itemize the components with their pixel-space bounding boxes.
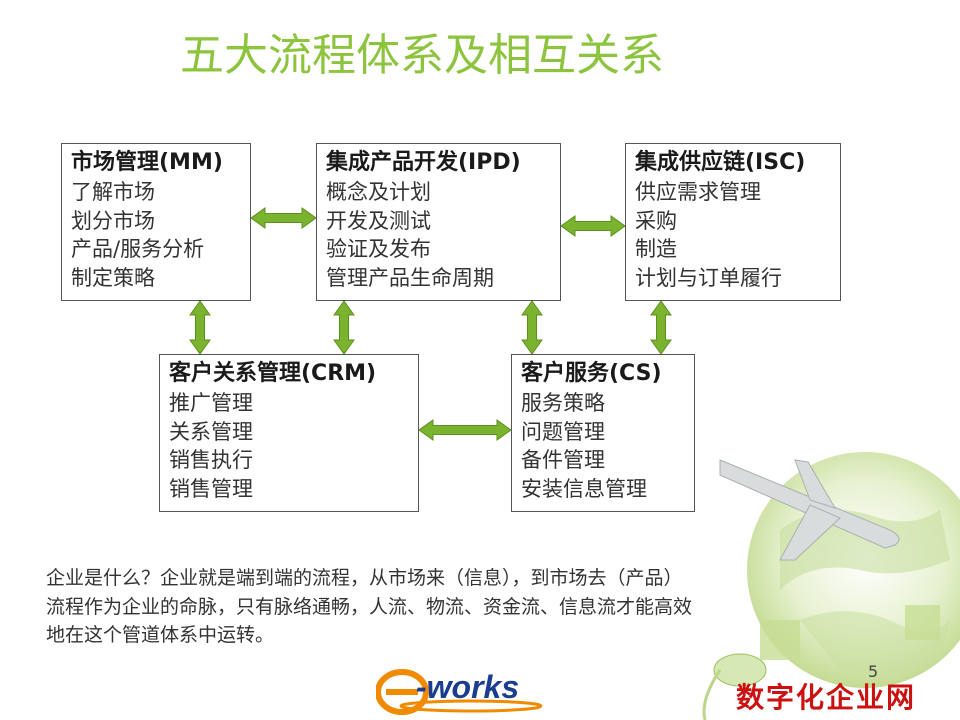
footer-brand: 数字化企业网: [736, 681, 917, 714]
box-cs-item: 备件管理: [521, 448, 605, 472]
box-isc-item: 制造: [635, 237, 677, 261]
box-crm-item: 关系管理: [169, 419, 253, 444]
box-isc-heading: 集成供应链(ISC): [635, 150, 806, 175]
arrow-mm-ipd: [250, 207, 317, 229]
arrow-ipd-cs: [521, 300, 543, 355]
box-isc: 集成供应链(ISC) 供应需求管理 采购 制造 计划与订单履行: [625, 143, 841, 301]
box-cs-item: 服务策略: [521, 391, 605, 415]
box-mm: 市场管理(MM) 了解市场 划分市场 产品/服务分析 制定策略: [61, 143, 251, 301]
eworks-logo: -works: [376, 669, 543, 715]
box-mm-item: 制定策略: [71, 265, 155, 290]
box-mm-item: 产品/服务分析: [71, 237, 205, 261]
box-mm-item: 划分市场: [71, 208, 155, 233]
globe-airplane-decoration: [702, 452, 960, 720]
paragraph-line: 地在这个管道体系中运转。: [46, 624, 275, 646]
box-isc-item: 采购: [635, 208, 677, 233]
paragraph-line: 企业是什么？企业就是端到端的流程，从市场来（信息），到市场去（产品）: [46, 567, 683, 589]
box-crm-heading: 客户关系管理(CRM): [169, 361, 377, 386]
box-crm-item: 销售执行: [169, 448, 253, 472]
arrow-ipd-crm: [333, 300, 355, 355]
box-ipd: 集成产品开发(IPD) 概念及计划 开发及测试 验证及发布 管理产品生命周期: [316, 143, 561, 301]
page-number: 5: [868, 662, 879, 681]
box-crm-item: 推广管理: [169, 391, 253, 415]
box-mm-item: 了解市场: [71, 180, 155, 204]
box-isc-item: 供应需求管理: [635, 180, 761, 204]
box-ipd-item: 管理产品生命周期: [326, 265, 494, 290]
box-ipd-heading: 集成产品开发(IPD): [326, 150, 521, 175]
box-mm-heading: 市场管理(MM): [71, 150, 223, 175]
box-crm: 客户关系管理(CRM) 推广管理 关系管理 销售执行 销售管理: [159, 354, 419, 512]
box-ipd-item: 概念及计划: [326, 180, 431, 204]
description-paragraph: 企业是什么？企业就是端到端的流程，从市场来（信息），到市场去（产品） 流程作为企…: [46, 564, 876, 650]
cube-decoration: [760, 620, 800, 660]
paragraph-line: 流程作为企业的命脉，只有脉络通畅，人流、物流、资金流、信息流才能高效: [46, 595, 693, 618]
box-cs-item: 安装信息管理: [521, 476, 647, 501]
box-isc-item: 计划与订单履行: [635, 265, 782, 290]
arrow-mm-crm: [189, 300, 211, 355]
airplane-icon: [719, 459, 900, 561]
box-ipd-item: 验证及发布: [326, 237, 431, 261]
mouse-decoration: [702, 653, 767, 720]
box-ipd-item: 开发及测试: [326, 208, 431, 233]
cube-decoration: [905, 605, 940, 640]
arrow-isc-cs: [650, 300, 672, 355]
arrow-ipd-isc: [560, 215, 626, 237]
arrow-crm-cs: [418, 419, 512, 441]
box-crm-item: 销售管理: [169, 476, 253, 501]
box-cs-item: 问题管理: [521, 419, 605, 444]
box-cs: 客户服务(CS) 服务策略 问题管理 备件管理 安装信息管理: [511, 354, 695, 512]
page-title: 五大流程体系及相互关系: [180, 30, 664, 81]
svg-text:-works: -works: [416, 669, 519, 705]
box-cs-heading: 客户服务(CS): [521, 361, 662, 386]
